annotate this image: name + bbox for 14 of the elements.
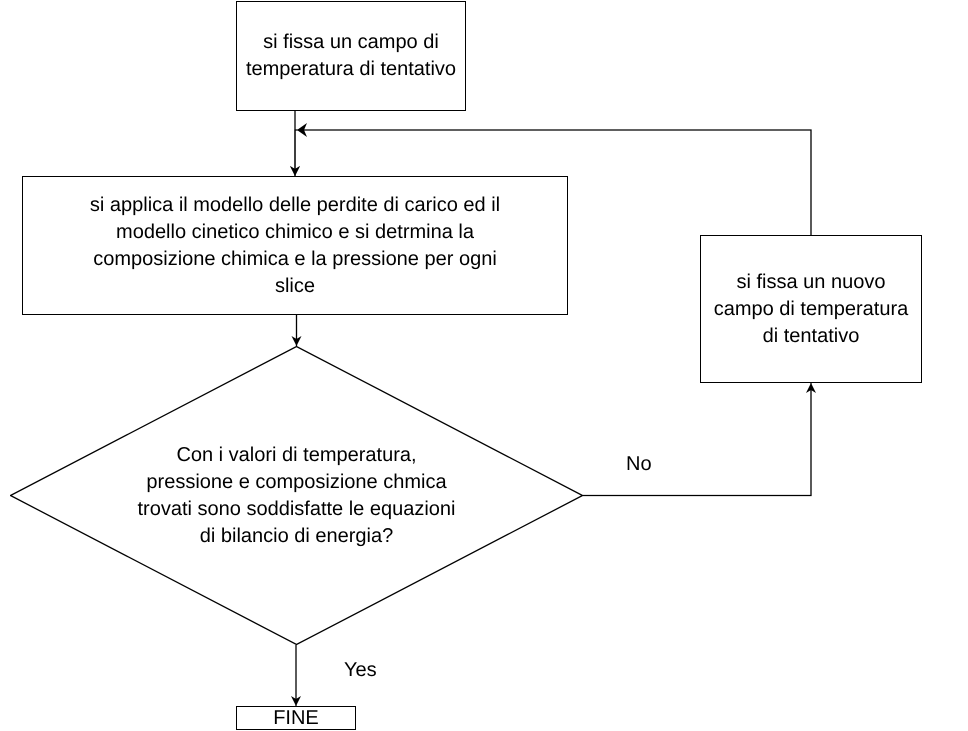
node-text: si applica il modello delle perdite di carico ed il modello cinetico chimico e si detrmina la composizione chimica e la pressione per ogni slice bbox=[88, 192, 502, 298]
decision-diamond bbox=[10, 346, 583, 645]
arrow bbox=[291, 645, 301, 706]
arrow bbox=[292, 315, 302, 346]
arrow bbox=[290, 123, 812, 235]
process-box bbox=[236, 1, 466, 111]
node-text: si fissa un campo di temperatura di tentativo bbox=[244, 30, 458, 82]
node-text: si fissa un nuovo campo di temperatura di tentativo bbox=[712, 270, 910, 348]
node-text: FINE bbox=[272, 706, 320, 730]
node-text: Con i valori di temperatura, pressione e composizione chmica trovati sono soddisfatte le equazioni di bilancio di energia? bbox=[136, 442, 456, 548]
process-box bbox=[22, 176, 568, 315]
arrow bbox=[583, 383, 816, 496]
process-box bbox=[700, 235, 922, 383]
process-box bbox=[236, 706, 356, 730]
